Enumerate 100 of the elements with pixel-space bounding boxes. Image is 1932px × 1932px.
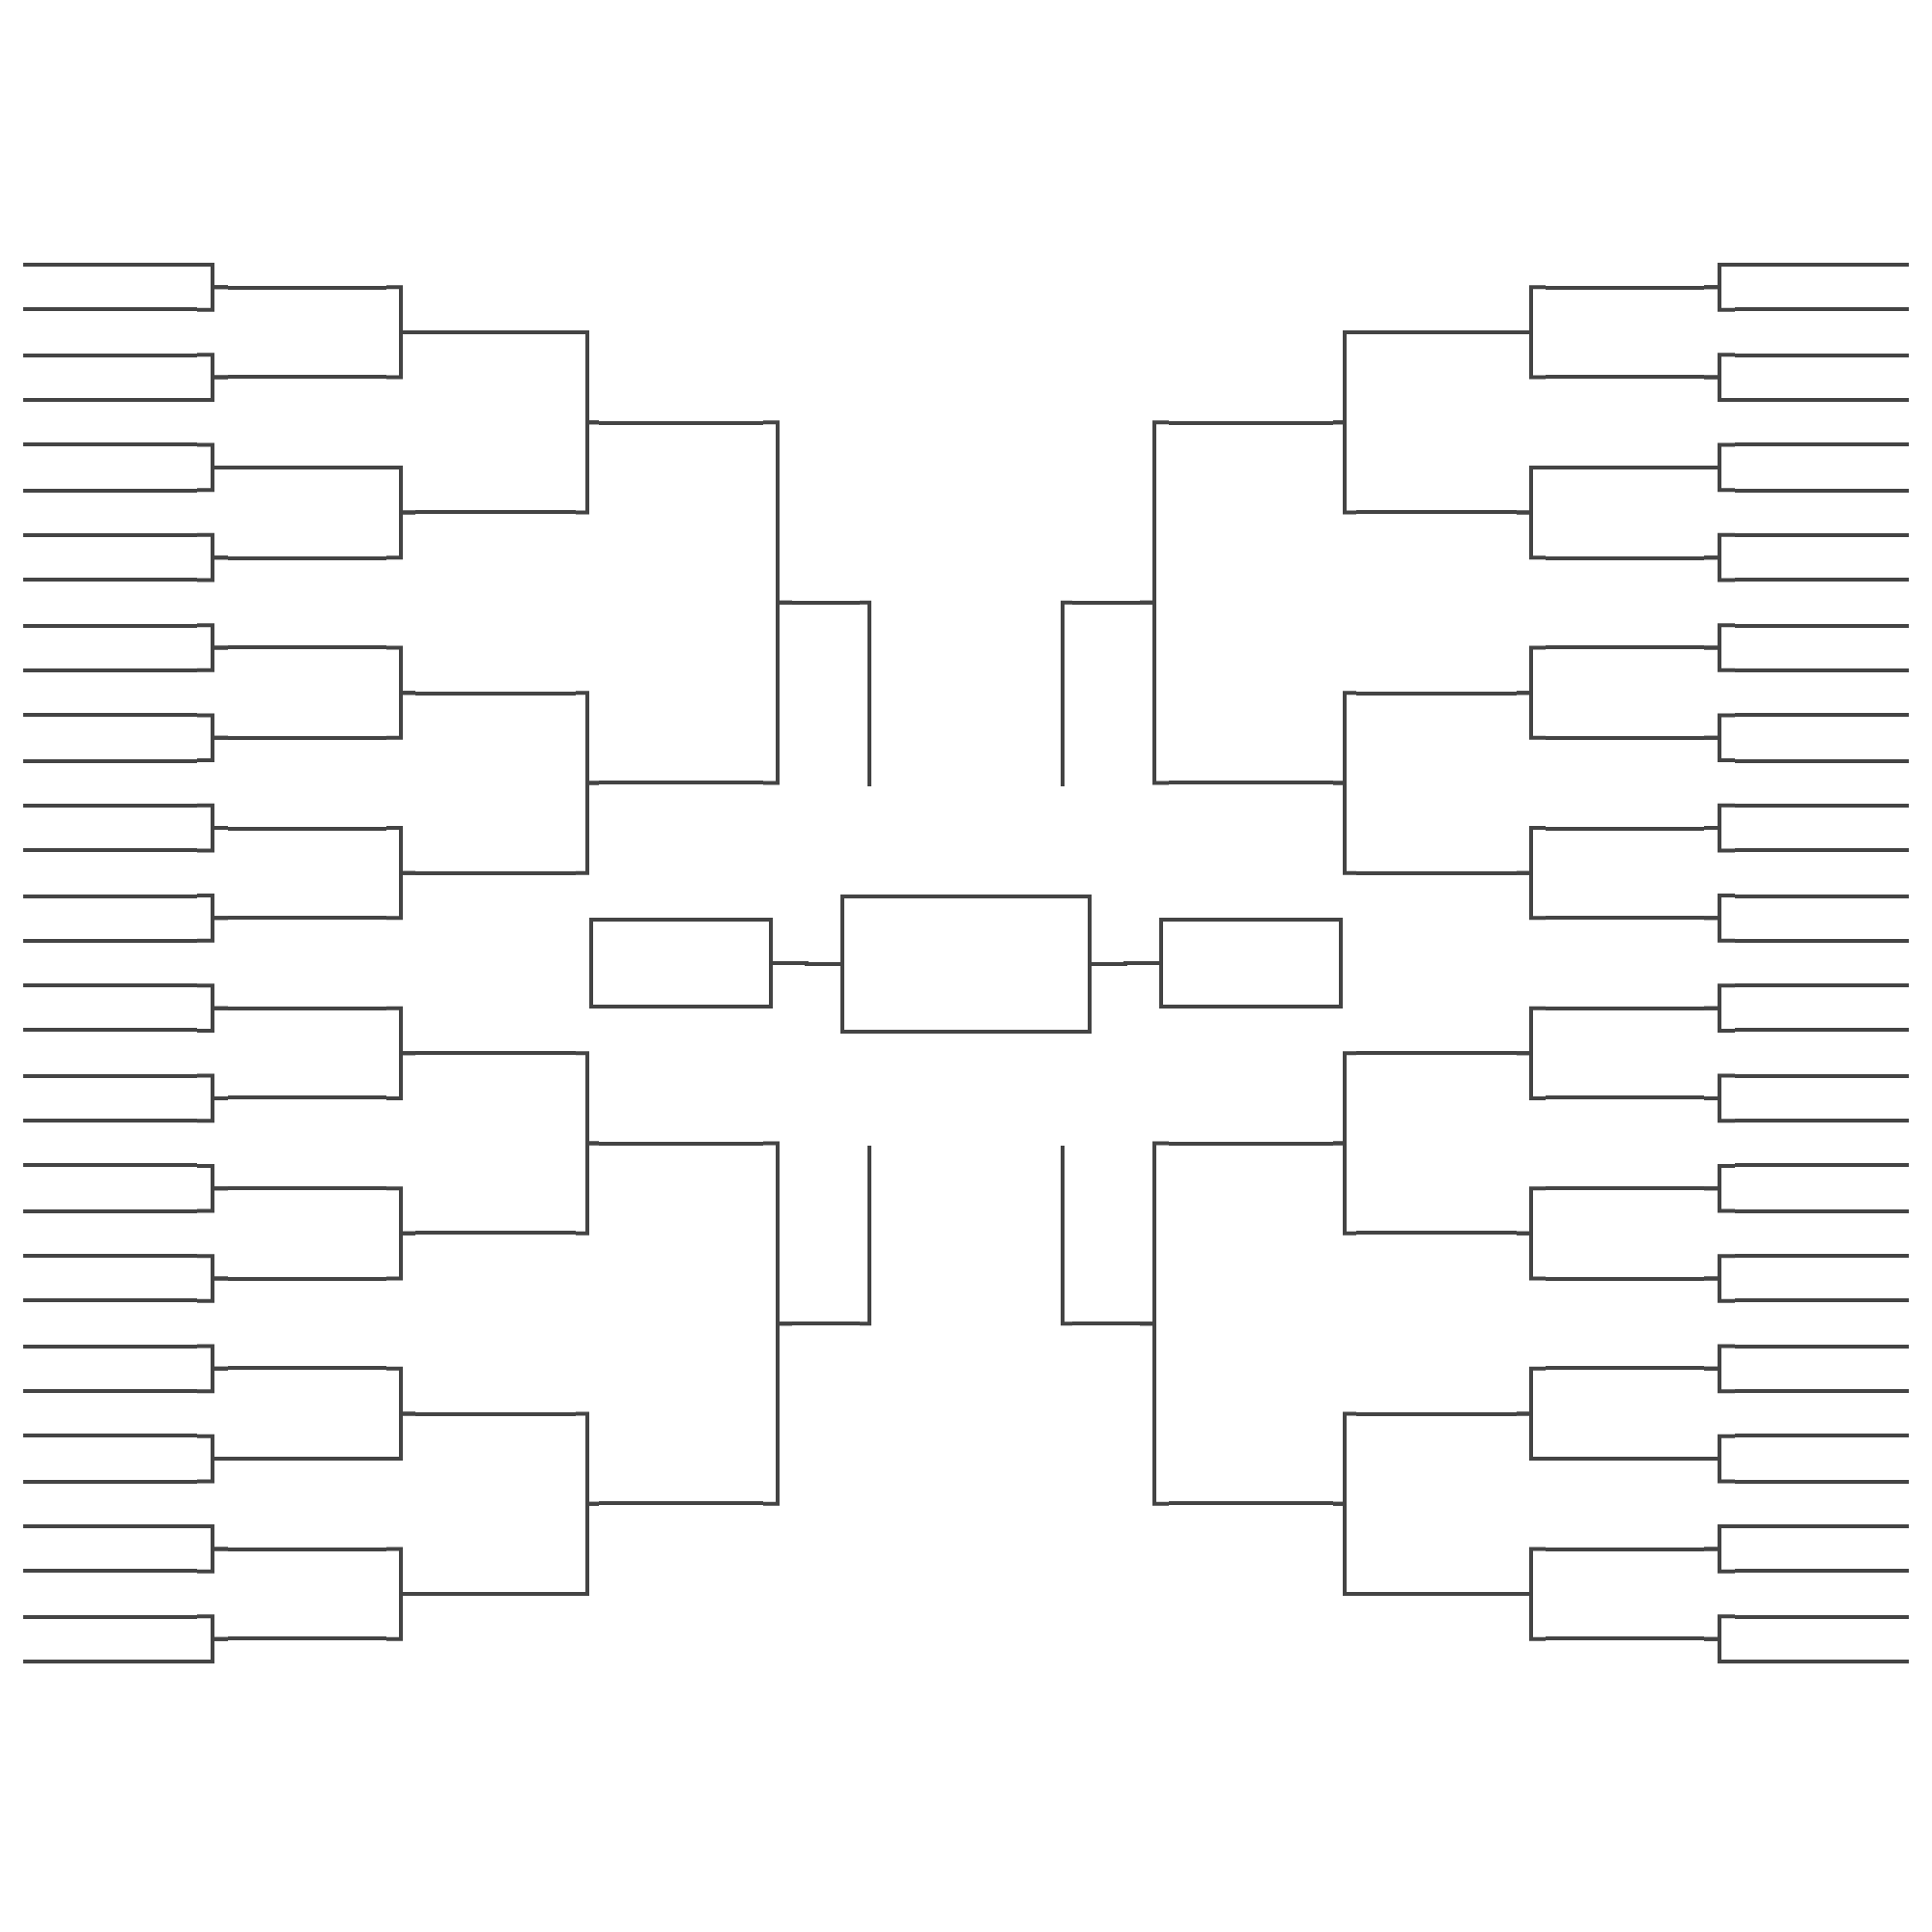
bracket-slot-line — [1546, 1366, 1704, 1371]
bracket-connector — [197, 1006, 228, 1033]
bracket-connector — [197, 735, 228, 763]
bracket-slot-line — [1735, 894, 1909, 898]
bracket-slot-line — [1735, 1344, 1909, 1349]
finalist-box — [589, 918, 773, 1009]
bracket-connector — [386, 1231, 415, 1281]
bracket-slot-line — [1735, 713, 1909, 718]
bracket-slot-line — [1735, 803, 1909, 808]
bracket-slot-line — [1735, 1434, 1909, 1438]
bracket-slot-line — [1735, 668, 1909, 672]
bracket-connector — [197, 285, 228, 312]
bracket-slot-line — [1546, 1006, 1704, 1010]
bracket-slot-line — [228, 1636, 386, 1641]
bracket-slot-line — [228, 1186, 386, 1191]
bracket-connector — [1704, 375, 1735, 402]
bracket-connector — [1704, 1457, 1735, 1484]
bracket-slot-line — [1356, 1051, 1517, 1056]
bracket-slot-line — [1546, 916, 1704, 921]
bracket-connector — [1517, 329, 1546, 380]
bracket-connector — [386, 510, 415, 560]
bracket-slot-line — [1356, 691, 1517, 696]
bracket-slot-line — [228, 645, 386, 650]
bracket-connector — [1517, 1411, 1546, 1462]
bracket-slot-line — [1735, 307, 1909, 312]
bracket-slot-line — [1735, 1614, 1909, 1619]
bracket-slot-line — [23, 353, 197, 357]
bracket-slot-line — [599, 1501, 763, 1506]
bracket-connector — [386, 1411, 415, 1462]
bracket-slot-line — [1735, 1524, 1909, 1529]
bracket-slot-line — [1735, 397, 1909, 402]
bracket-slot-line — [23, 307, 197, 312]
bracket-connector — [1704, 645, 1735, 672]
bracket-connector — [197, 1186, 228, 1213]
bracket-connector — [773, 961, 840, 966]
bracket-slot-line — [1546, 375, 1704, 380]
bracket-slot-line — [1356, 1592, 1517, 1597]
bracket-connector — [197, 645, 228, 672]
bracket-connector — [860, 600, 871, 786]
bracket-slot-line — [1735, 1163, 1909, 1168]
bracket-connector — [1333, 420, 1356, 515]
bracket-connector — [197, 826, 228, 853]
bracket-slot-line — [1356, 510, 1517, 515]
bracket-slot-line — [1546, 735, 1704, 740]
bracket-connector — [860, 1146, 871, 1326]
bracket-slot-line — [1735, 1298, 1909, 1303]
bracket-connector — [1517, 510, 1546, 560]
bracket-slot-line — [228, 555, 386, 560]
bracket-slot-line — [23, 1254, 197, 1259]
bracket-slot-line — [228, 1457, 386, 1462]
bracket-connector — [1704, 1547, 1735, 1574]
bracket-slot-line — [228, 285, 386, 290]
bracket-slot-line — [599, 1141, 763, 1146]
bracket-slot-line — [1735, 578, 1909, 582]
bracket-connector — [1704, 1186, 1735, 1213]
bracket-slot-line — [228, 1547, 386, 1551]
bracket-connector — [1517, 1231, 1546, 1281]
bracket-slot-line — [228, 375, 386, 380]
bracket-slot-line — [792, 600, 860, 605]
bracket-slot-line — [1546, 1186, 1704, 1191]
bracket-slot-line — [415, 1051, 576, 1056]
bracket-slot-line — [23, 938, 197, 943]
bracket-connector — [197, 555, 228, 582]
bracket-slot-line — [1356, 1231, 1517, 1236]
bracket-connector — [1061, 1146, 1072, 1326]
bracket-slot-line — [1546, 645, 1704, 650]
bracket-slot-line — [415, 1231, 576, 1236]
bracket-connector — [1704, 735, 1735, 763]
bracket-slot-line — [415, 870, 576, 875]
bracket-slot-line — [1735, 263, 1909, 267]
bracket-connector — [1704, 1276, 1735, 1303]
bracket-slot-line — [1546, 1636, 1704, 1641]
bracket-slot-line — [23, 1614, 197, 1619]
bracket-slot-line — [1735, 532, 1909, 537]
bracket-connector — [1704, 1095, 1735, 1123]
bracket-slot-line — [23, 1119, 197, 1123]
bracket-slot-line — [23, 1344, 197, 1349]
bracket-slot-line — [23, 983, 197, 988]
bracket-slot-line — [1735, 1479, 1909, 1484]
bracket-connector — [1517, 1051, 1546, 1100]
bracket-connector — [1704, 1366, 1735, 1394]
bracket-connector — [197, 1636, 228, 1663]
bracket-connector — [386, 1592, 415, 1641]
bracket-slot-line — [23, 442, 197, 447]
bracket-slot-line — [1546, 465, 1704, 469]
bracket-connector — [1333, 781, 1356, 875]
bracket-slot-line — [1169, 781, 1333, 785]
bracket-slot-line — [1169, 1141, 1333, 1146]
bracket-slot-line — [1546, 1457, 1704, 1462]
bracket-slot-line — [415, 329, 576, 334]
bracket-slot-line — [1735, 488, 1909, 493]
bracket-slot-line — [599, 781, 763, 785]
bracket-slot-line — [1546, 285, 1704, 290]
bracket-slot-line — [1356, 329, 1517, 334]
bracket-connector — [197, 916, 228, 943]
bracket-connector — [197, 465, 228, 493]
bracket-connector — [1704, 465, 1735, 493]
bracket-slot-line — [23, 1569, 197, 1574]
bracket-slot-line — [23, 578, 197, 582]
bracket-slot-line — [1735, 1254, 1909, 1259]
